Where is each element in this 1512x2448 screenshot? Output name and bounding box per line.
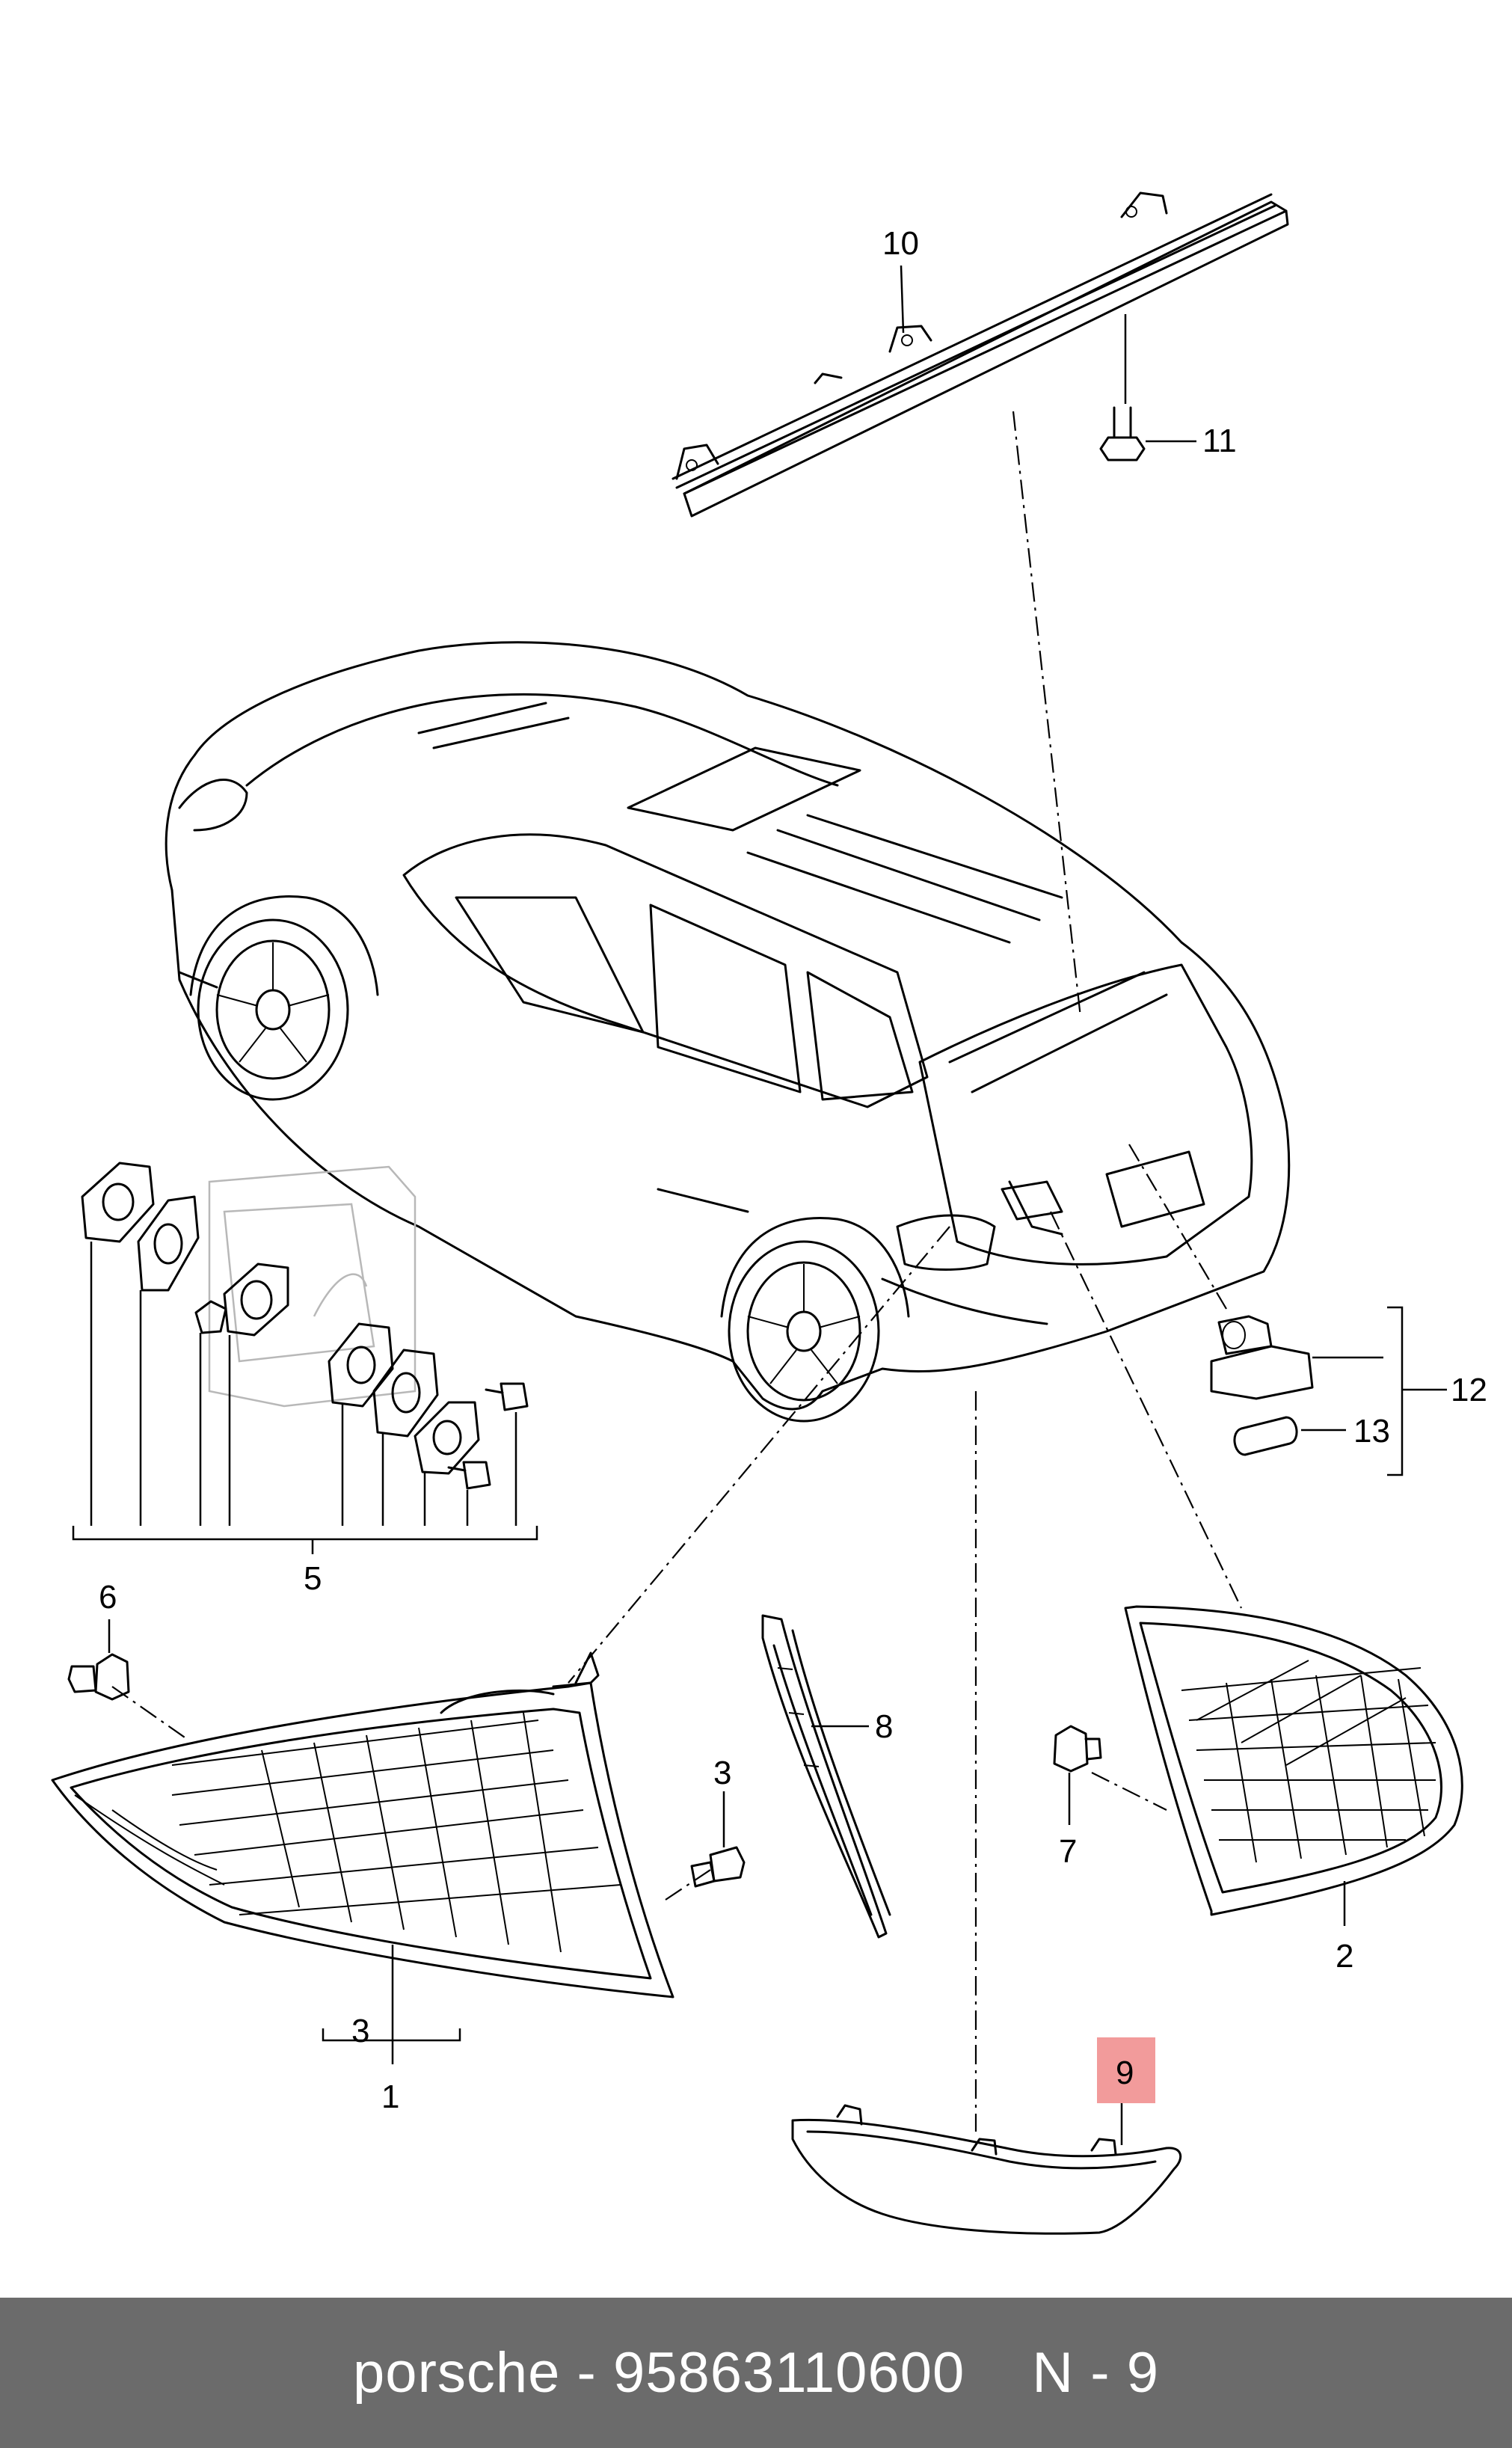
assembly-line-1 — [568, 1226, 950, 1684]
part-6-nut — [67, 1653, 130, 1701]
part-9-reflector — [791, 2104, 1182, 2235]
callout-3: 3 — [713, 1755, 731, 1791]
car-illustration — [165, 641, 1291, 1423]
assembly-line-10 — [1012, 411, 1082, 1018]
callout-12: 12 — [1451, 1372, 1487, 1408]
callout-1: 1 — [381, 2079, 399, 2115]
callout-9: 9 — [1116, 2055, 1134, 2091]
part-13-bulb — [1233, 1416, 1298, 1456]
callout-10: 10 — [882, 225, 919, 262]
part-1-left-tail-light — [51, 1651, 674, 1998]
assembly-line-3 — [665, 1869, 711, 1901]
part-2-right-tail-light — [1124, 1605, 1463, 1916]
callout-11: 11 — [1202, 423, 1237, 459]
parts-diagram: 10 11 — [51, 191, 1487, 2235]
callout-13: 13 — [1353, 1413, 1390, 1450]
callout-3-bracket: 3 — [351, 2013, 369, 2049]
callout-2: 2 — [1336, 1938, 1353, 1975]
part-12-plate-light — [1210, 1315, 1314, 1400]
callout-7: 7 — [1059, 1833, 1077, 1870]
callout-9-highlight — [1097, 2037, 1155, 2103]
callout-8: 8 — [875, 1708, 893, 1745]
part-7-nut — [1053, 1725, 1102, 1773]
leaders-1 — [322, 1945, 461, 2064]
footer-bar: porsche - 95863110600 N - 9 — [0, 2298, 1512, 2448]
part-10-rail — [672, 191, 1289, 518]
callout-6: 6 — [99, 1579, 117, 1616]
footer-ref: N - 9 — [1032, 2341, 1159, 2405]
part-3-screw — [690, 1846, 746, 1888]
assembly-line-2 — [1050, 1211, 1242, 1609]
leader-10 — [900, 265, 905, 334]
callout-5: 5 — [304, 1560, 322, 1597]
assembly-line-6 — [111, 1686, 188, 1740]
part-5-seal-set — [81, 1162, 529, 1490]
part-11-screw — [1099, 406, 1146, 461]
leaders-12-13 — [1301, 1306, 1447, 1476]
footer-part-number: porsche - 95863110600 — [353, 2341, 965, 2405]
part-8-trim-strip — [761, 1614, 891, 1939]
assembly-line-7 — [1091, 1772, 1167, 1811]
assembly-line-12 — [1128, 1144, 1227, 1310]
leaders-5 — [72, 1242, 538, 1554]
